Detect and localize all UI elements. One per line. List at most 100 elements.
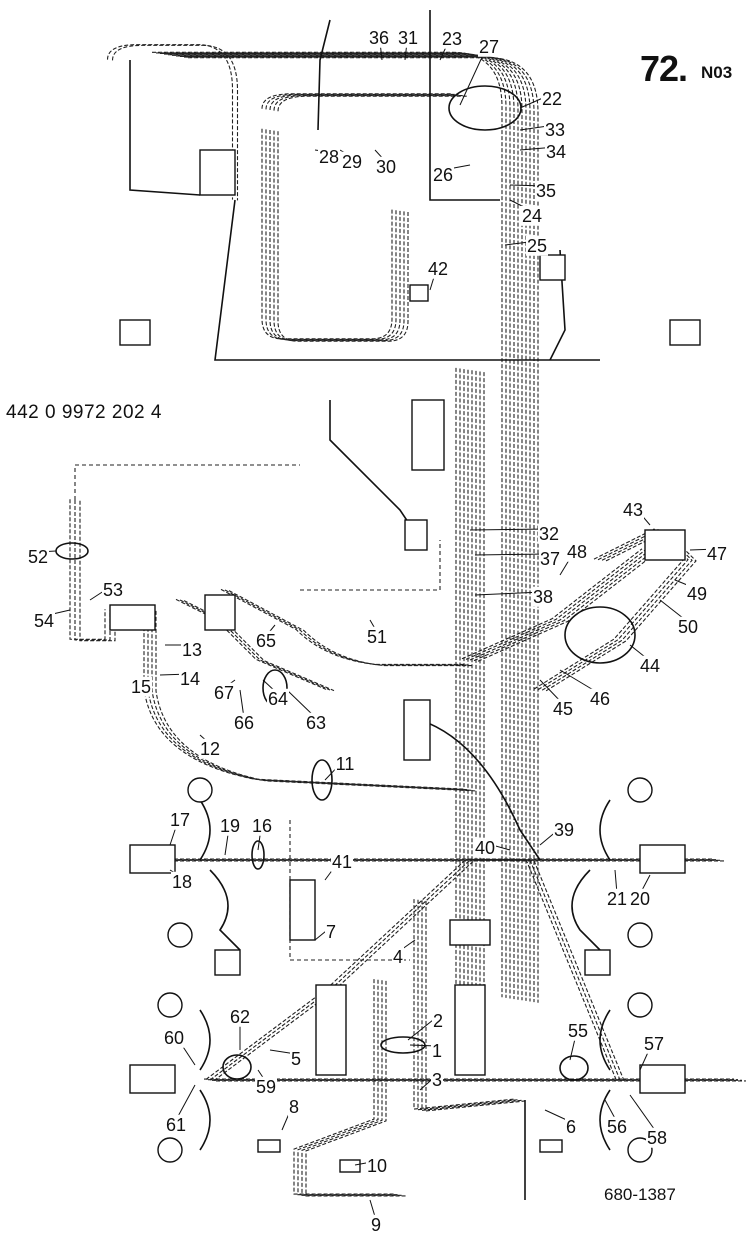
brake-chamber [129,844,176,874]
callout-label-40: 40 [475,838,495,858]
bundle-ring [564,606,636,664]
callout-label-1: 1 [432,1041,442,1061]
pipe-line [571,869,601,951]
callout-label-56: 56 [607,1117,627,1137]
pipe-network [69,10,746,1200]
callout-label-66: 66 [234,713,254,733]
valve-block [119,319,151,346]
pipe-line [301,980,402,1196]
component-group [55,85,701,1173]
callout-halo [178,668,202,689]
leader-line-58 [629,1094,658,1134]
callout-halo [540,88,564,109]
callout-label-5: 5 [291,1049,301,1069]
callout-halo [396,27,420,48]
callout-halo [552,819,576,840]
pipe-line [160,52,511,999]
air-tank [411,399,445,471]
wheel-end-circle [157,1137,183,1163]
air-tank [403,699,431,761]
bundle-ring [311,759,333,801]
pipe-line [273,95,464,111]
valve-block [449,919,491,946]
brake-chamber [214,949,241,976]
wheel-end-circle [627,992,653,1018]
leader-line-37 [474,553,551,556]
callout-label-31: 31 [398,28,418,48]
callout-label-65: 65 [256,631,276,651]
brake-chamber [584,949,611,976]
valve-block [669,319,701,346]
pipe-line [175,598,327,690]
callout-label-35: 35 [536,181,556,201]
callout-halo [531,586,555,607]
callout-halo [565,541,589,562]
callout-label-15: 15 [131,677,151,697]
callout-label-25: 25 [527,236,547,256]
callout-halo [340,151,364,172]
valve-block [539,254,566,281]
pipe-line [305,980,406,1197]
callout-halo [32,610,56,631]
callout-halo [426,258,450,279]
callout-halo [638,655,662,676]
bundle-ring [251,840,265,870]
callout-halo [440,28,464,49]
callout-halo [232,712,256,733]
callout-halo [168,809,192,830]
pipe-line [184,56,535,1003]
callout-halo [551,698,575,719]
valve-block [409,284,429,302]
brake-chamber [129,1064,176,1094]
callout-label-52: 52 [28,547,48,567]
callout-halo [287,1096,301,1117]
callout-halo [705,543,729,564]
callout-halo [228,1006,252,1027]
pipe-line [69,499,106,640]
bundle-ring [222,1054,252,1080]
valve-block [289,879,316,941]
callout-label-13: 13 [182,640,202,660]
drain-valve [539,1139,563,1153]
valve-block [204,594,236,631]
pipe-line [474,860,625,1081]
pipe-line [421,900,523,1111]
callout-halo [473,837,497,858]
callout-halo [642,1033,666,1054]
pipe-line [228,590,474,667]
drain-valve [257,1139,281,1153]
wheel-end-circle [627,777,653,803]
callout-label-2: 2 [433,1011,443,1031]
callout-label-30: 30 [376,157,396,177]
callout-label-60: 60 [164,1028,184,1048]
pipe-line [183,600,335,692]
callout-label-21: 21 [607,889,627,909]
callout-label-53: 53 [103,580,123,600]
pipe-line [261,128,393,340]
callout-halo [218,815,242,836]
callout-halo [645,1127,669,1148]
callout-label-50: 50 [678,617,698,637]
brake-chamber [639,1064,686,1094]
callout-label-67: 67 [214,683,234,703]
callout-label-23: 23 [442,29,462,49]
callout-halo [212,682,236,703]
pipe-line [261,93,452,109]
callout-halo [391,946,405,967]
callout-label-17: 17 [170,810,190,830]
pipe-line [465,548,647,660]
callout-label-24: 24 [522,206,542,226]
callout-label-4: 4 [393,947,403,967]
pipe-line [214,199,600,361]
callout-halo [26,546,50,567]
callout-halo [198,738,222,759]
callout-halo [254,630,278,651]
callout-halo [430,1040,444,1061]
pipe-line [152,51,503,998]
pipe-line [317,19,331,131]
callout-label-55: 55 [568,1021,588,1041]
callout-label-42: 42 [428,259,448,279]
pipe-line [155,610,477,792]
pipe-line [224,589,470,666]
